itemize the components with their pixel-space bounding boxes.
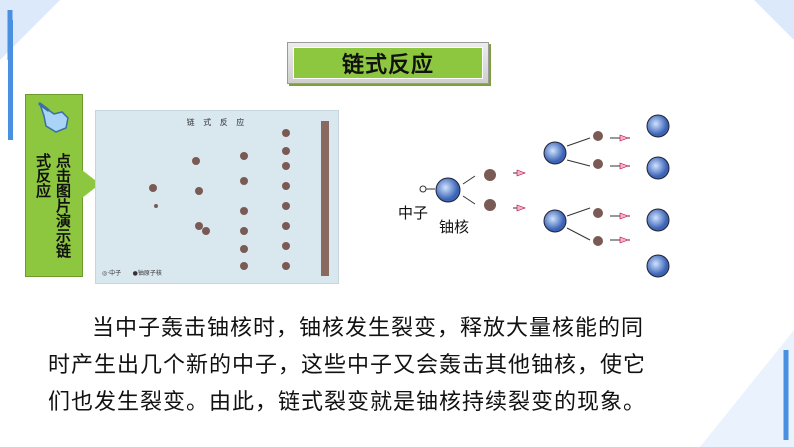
demo-tab-label-1: 点击图片演示链 [54,153,72,258]
demo-image-legend: ◎·中子 ●铀原子核 [102,270,162,277]
arrow-stem [75,177,85,191]
paragraph-line-2: 时产生出几个新的中子，这些中子又会轰击其他铀核，使它 [48,353,647,378]
frame-border-left [8,20,13,140]
explanation-paragraph: 当中子轰击铀核时，铀核发生裂变，释放大量核能的同 时产生出几个新的中子，这些中子… [48,310,732,421]
paragraph-line-1: 当中子轰击铀核时，铀核发生裂变，释放大量核能的同 [92,316,645,341]
frame-corner-top-right [754,0,794,40]
section-title-box: 链式反应 [287,42,489,84]
frame-corner-bottom-right [700,330,794,447]
demo-tab-label-2: 式反应 [34,153,52,198]
chain-reaction-demo-image[interactable]: 链 式 反 应 ◎·中子 ●铀原子核 [95,110,339,284]
diagram-graphics [419,114,670,278]
chain-reaction-diagram: 中子 铀核 [395,108,695,280]
nucleus-label: 铀核 [439,218,470,236]
demo-image-title: 链 式 反 应 [186,118,248,127]
neutron-label: 中子 [398,204,429,222]
paragraph-line-3: 们也发生裂变。由此，链式裂变就是铀核持续裂变的现象。 [48,390,647,415]
demo-image-particles [149,121,329,276]
pointing-hand-icon [38,102,69,133]
section-title: 链式反应 [293,47,483,79]
